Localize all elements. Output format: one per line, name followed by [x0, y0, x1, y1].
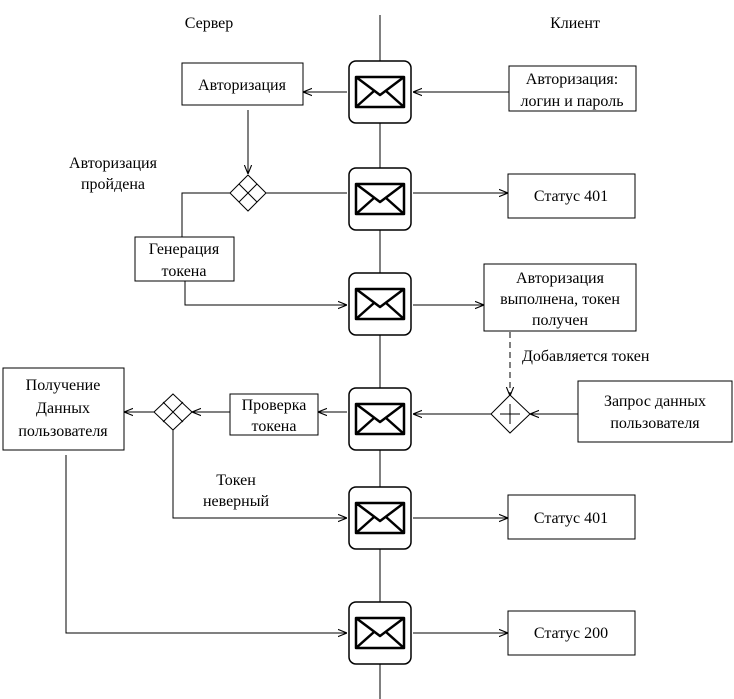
arrow-get-user-data-to-env [65, 455, 347, 633]
svg-text:получен: получен [532, 312, 588, 329]
svg-text:Проверка: Проверка [242, 397, 307, 414]
status-401-box-bottom: Статус 401 [507, 494, 636, 540]
get-user-data-box: Получение Данных пользователя [2, 367, 125, 451]
message-envelope-icon [347, 166, 413, 232]
svg-text:Авторизация: Авторизация [516, 270, 605, 287]
message-envelope-icon [347, 271, 413, 337]
svg-text:Статус 401: Статус 401 [534, 188, 608, 205]
svg-text:Запрос данных: Запрос данных [604, 393, 706, 410]
message-envelope-icon [347, 386, 413, 452]
message-envelope-icon [347, 485, 413, 551]
label-token-added: Добавляется токен [522, 348, 650, 365]
connectors [65, 92, 578, 633]
svg-text:Статус 200: Статус 200 [534, 625, 608, 642]
svg-text:Получение: Получение [26, 377, 101, 394]
arrow-token-gen-to-env [184, 281, 347, 305]
arrow-gateway-to-env-invalid [172, 430, 347, 518]
label-auth-passed: пройдена [81, 176, 145, 193]
svg-text:Авторизация:: Авторизация: [526, 71, 618, 88]
token-generation-box: Генерация токена [134, 236, 235, 282]
status-401-box-top: Статус 401 [507, 173, 636, 219]
lane-title-client: Клиент [550, 15, 600, 32]
exclusive-gateway-icon [153, 393, 193, 431]
token-check-box: Проверка токена [229, 393, 319, 436]
label-token-invalid: Токен [216, 472, 256, 489]
lane-title-server: Сервер [185, 15, 234, 32]
user-data-request-box: Запрос данных пользователя [577, 380, 733, 443]
label-auth-passed: Авторизация [69, 155, 158, 172]
svg-text:Авторизация: Авторизация [198, 77, 287, 94]
svg-text:выполнена, токен: выполнена, токен [500, 291, 620, 308]
svg-text:токена: токена [252, 418, 297, 435]
svg-text:токена: токена [162, 263, 207, 280]
parallel-gateway-icon [490, 394, 531, 434]
svg-text:пользователя: пользователя [18, 423, 108, 440]
auth-client-box: Авторизация: логин и пароль [508, 65, 637, 112]
svg-text:логин и пароль: логин и пароль [521, 93, 624, 110]
label-token-invalid: неверный [203, 493, 270, 510]
svg-text:Данных: Данных [36, 400, 90, 417]
line-gateway-to-token-gen [181, 192, 230, 237]
svg-text:пользователя: пользователя [610, 415, 700, 432]
auth-server-box: Авторизация [181, 62, 304, 106]
status-200-box: Статус 200 [507, 610, 636, 656]
exclusive-gateway-icon [229, 174, 267, 212]
auth-done-box: Авторизация выполнена, токен получен [483, 263, 637, 332]
svg-text:Генерация: Генерация [149, 241, 220, 258]
svg-text:Статус 401: Статус 401 [534, 510, 608, 527]
message-envelope-icon [347, 59, 413, 125]
message-envelope-icon [347, 600, 413, 666]
